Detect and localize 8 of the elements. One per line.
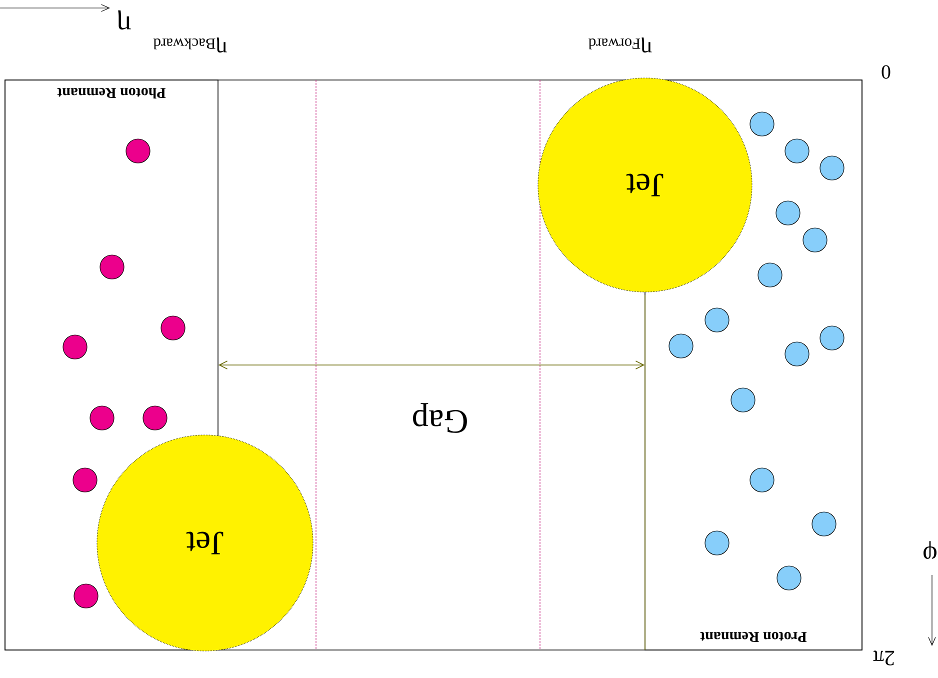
axis-label: η <box>118 10 131 30</box>
axis-tick-label: 2π <box>873 650 894 666</box>
double-arrow <box>218 360 645 370</box>
edge-label: Gap <box>413 403 467 433</box>
axis-label: η$_{Forward}$ <box>588 37 652 53</box>
axis-label: η$_{Backward}$ <box>153 37 227 53</box>
axis-label: φ <box>924 541 936 559</box>
axis-tick-label: 0 <box>882 65 890 79</box>
